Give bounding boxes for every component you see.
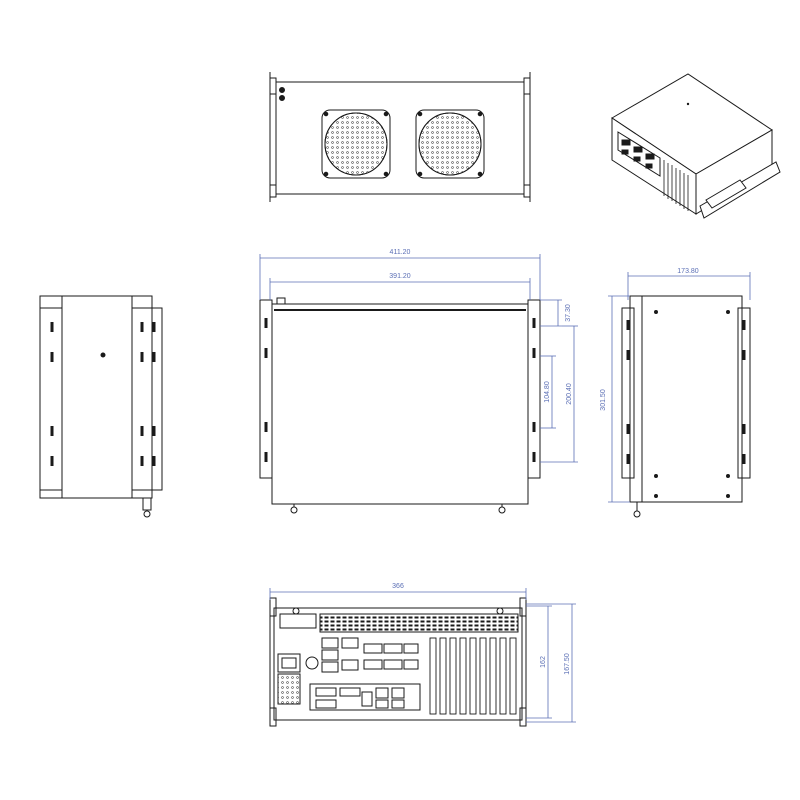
power-socket-icon — [277, 653, 301, 673]
right-view-keyholes — [626, 320, 746, 464]
right-view-screws — [654, 310, 730, 498]
front-view-body — [271, 303, 529, 505]
fan-left-icon — [321, 109, 391, 179]
dim-front-inner-width: 391.20 — [389, 273, 411, 280]
right-view-ear-left — [621, 307, 635, 479]
rear-view-body — [273, 607, 523, 721]
left-view-body — [39, 295, 153, 499]
rear-view-dimensions — [269, 588, 576, 723]
iso-io-panel — [617, 131, 661, 177]
left-view-hole — [100, 352, 106, 358]
left-view-keyholes — [50, 322, 156, 466]
left-view-ear-right — [131, 307, 163, 491]
iso-foot — [705, 179, 747, 209]
top-view-screw-2 — [279, 95, 285, 101]
dim-front-slot-span: 104.80 — [544, 381, 551, 403]
top-view-screw-1 — [279, 87, 285, 93]
rear-view — [269, 597, 527, 727]
power-button-icon — [305, 656, 319, 670]
dim-rear-height: 162 — [540, 656, 547, 668]
top-view-left-foot — [269, 184, 277, 198]
top-view — [269, 72, 531, 202]
dim-side-depth: 173.80 — [677, 268, 699, 275]
front-view-dimensions — [259, 254, 578, 463]
dim-front-ear-span: 200.40 — [566, 383, 573, 405]
dim-rear-overall-height: 167.50 — [564, 653, 571, 675]
front-view-left-ear — [259, 299, 273, 479]
top-view-left-tab — [269, 77, 277, 95]
front-view-keyholes — [264, 318, 536, 462]
rear-expansion-slots — [429, 637, 517, 715]
iso-front-face — [611, 117, 697, 215]
rear-io-ports — [309, 637, 421, 711]
right-view-body — [629, 295, 743, 503]
front-view — [259, 297, 541, 514]
dim-rear-width: 366 — [392, 583, 404, 590]
iso-expansion-slots — [663, 160, 689, 211]
psu-fan-grille — [277, 673, 301, 705]
rear-view-vent-grille — [319, 613, 519, 633]
rear-view-top-block — [279, 613, 317, 629]
front-view-right-ear — [527, 299, 541, 479]
right-side-view — [621, 295, 751, 518]
dim-front-overall-width: 411.20 — [390, 249, 411, 256]
top-view-right-tab — [523, 77, 531, 95]
dim-side-height: 301.50 — [600, 389, 607, 411]
top-view-plate — [275, 81, 525, 195]
right-view-dimensions — [608, 272, 751, 503]
top-view-right-foot — [523, 184, 531, 198]
isometric-view — [611, 73, 781, 219]
fan-right-icon — [415, 109, 485, 179]
right-view-ear-right — [737, 307, 751, 479]
dim-front-top-offset: 37.30 — [565, 304, 572, 322]
left-side-view — [39, 295, 163, 518]
